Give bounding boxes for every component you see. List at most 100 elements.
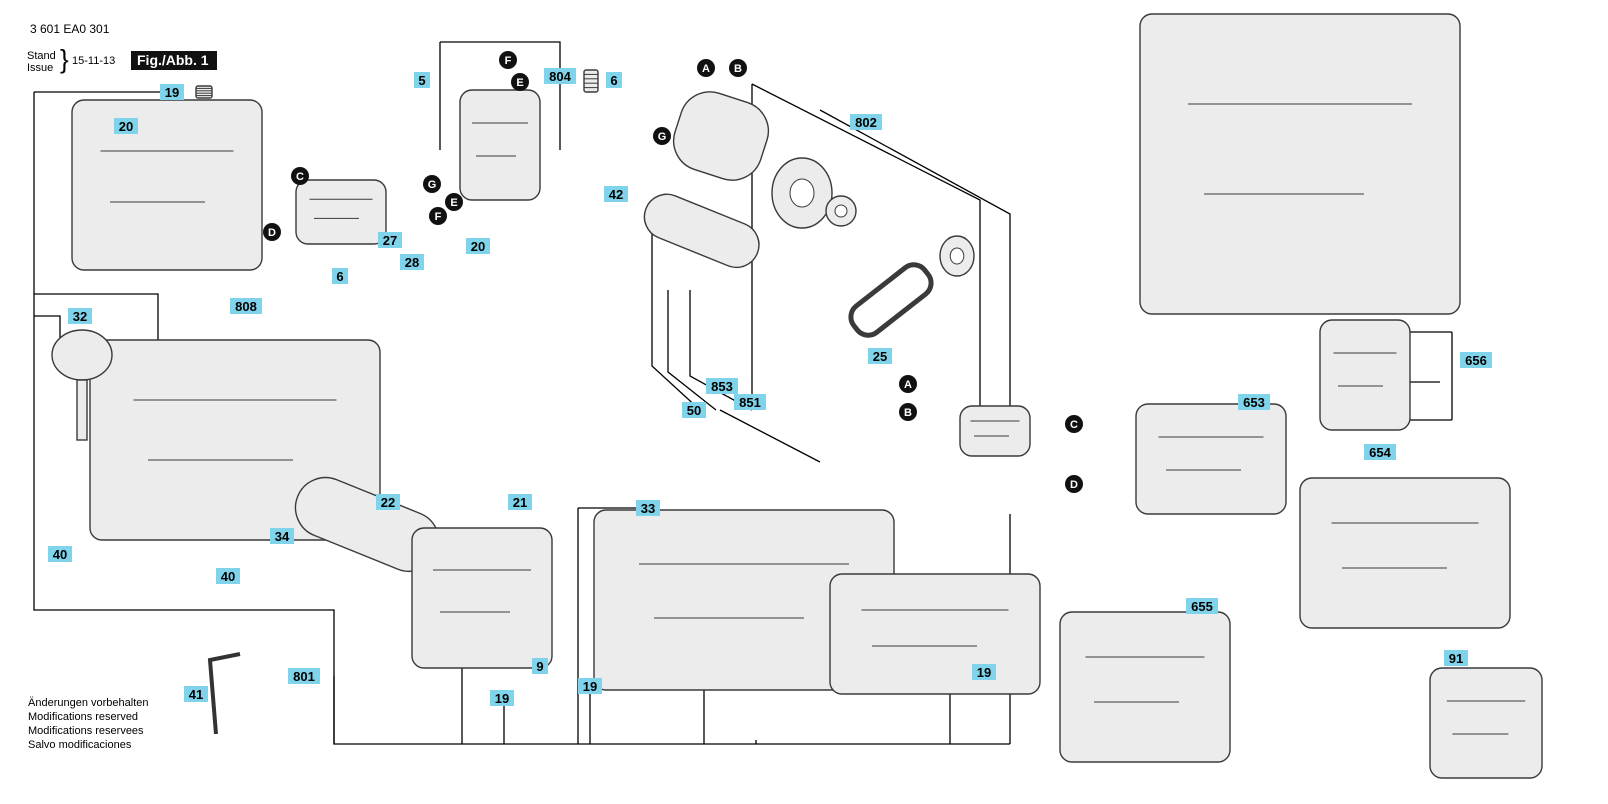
callout-label: 32 [68,308,92,324]
callout-label: 853 [706,378,738,394]
callout-number: 20 [471,239,485,254]
callout-number: 655 [1191,599,1213,614]
note-line: Änderungen vorbehalten [28,697,149,709]
connection-marker: C [291,167,309,185]
connection-marker: F [429,207,447,225]
callout-number: 656 [1465,353,1487,368]
complete-planer-icon [1139,13,1461,315]
callout-number: 41 [189,687,203,702]
callout-label: 656 [1460,352,1492,368]
callout-label: 9 [532,658,548,674]
callout-number: 50 [687,403,701,418]
stand-label: Stand [27,50,56,62]
bracket-icon [1319,319,1411,431]
marker-letter: A [904,379,912,391]
callout-label: 655 [1186,598,1218,614]
motor-icon [672,91,770,181]
shoe-plate-icon [829,573,1041,695]
note-line: Modifications reserved [28,711,139,723]
spring-icon [583,69,599,93]
callout-number: 19 [495,691,509,706]
callout-number: 40 [221,569,235,584]
marker-letter: B [734,63,742,75]
callout-label: 25 [868,348,892,364]
callout-number: 801 [293,669,315,684]
callout-label: 19 [972,664,996,680]
callout-number: 34 [275,529,290,544]
connection-marker: D [263,223,281,241]
drive-belt-icon [848,262,934,338]
callout-label: 50 [682,402,706,418]
connection-marker: D [1065,475,1083,493]
callout-number: 804 [549,69,571,84]
brace-glyph: } [60,44,69,74]
callout-number: 20 [119,119,133,134]
callout-label: 33 [636,500,660,516]
callout-label: 6 [332,268,348,284]
callout-label: 22 [376,494,400,510]
callout-number: 27 [383,233,397,248]
connection-marker: G [653,127,671,145]
connection-marker: A [697,59,715,77]
marker-letter: E [450,197,457,209]
connection-marker: C [1065,415,1083,433]
callout-number: 6 [336,269,343,284]
issue-date: 15-11-13 [72,55,116,67]
callout-label: 801 [288,668,320,684]
callout-label: 804 [544,68,576,84]
callout-number: 653 [1243,395,1265,410]
callout-label: 20 [466,238,490,254]
marker-letter: F [505,55,512,67]
marker-letter: B [904,407,912,419]
callout-label: 802 [850,114,882,130]
connection-marker: E [445,193,463,211]
callout-number: 33 [641,501,655,516]
callout-label: 19 [490,690,514,706]
callout-label: 20 [114,118,138,134]
callout-label: 40 [216,568,240,584]
charger-icon [1135,403,1287,515]
callout-number: 6 [610,73,617,88]
callout-label: 21 [508,494,532,510]
callout-number: 5 [418,73,425,88]
callout-number: 19 [583,679,597,694]
connection-marker: B [729,59,747,77]
issue-label: Issue [27,62,54,74]
callout-number: 22 [381,495,395,510]
callout-label: 40 [48,546,72,562]
callout-number: 21 [513,495,527,510]
marker-letter: E [516,77,523,89]
switch-module-icon [295,179,387,245]
callout-number: 9 [536,659,543,674]
note-line: Salvo modificaciones [28,739,132,751]
armature-icon [643,193,760,269]
allen-key-icon [207,652,241,735]
stand-issue-label: Stand Issue [27,50,56,74]
callout-number: 32 [73,309,87,324]
callout-label: 851 [734,394,766,410]
pulley-icon [939,235,975,277]
callout-label: 19 [160,84,184,100]
fan-icon [771,157,833,229]
connection-marker: B [899,403,917,421]
note-line: Modifications reservees [28,725,144,737]
marker-letter: G [658,131,667,143]
belt-cover-icon [411,527,553,669]
bearing-icon [825,195,857,227]
figure-label: Fig./Abb. 1 [131,51,217,70]
callout-label: 808 [230,298,262,314]
callout-label: 42 [604,186,628,202]
marker-letter: F [435,211,442,223]
callout-label: 41 [184,686,208,702]
marker-letter: C [296,171,304,183]
marker-letter: C [1070,419,1078,431]
callout-label: 34 [270,528,294,544]
screw-icon [195,85,213,99]
marker-letter: D [1070,479,1078,491]
notes-block: Änderungen vorbehalten Modifications res… [28,696,148,752]
callout-label: 654 [1364,444,1396,460]
marker-letter: D [268,227,276,239]
